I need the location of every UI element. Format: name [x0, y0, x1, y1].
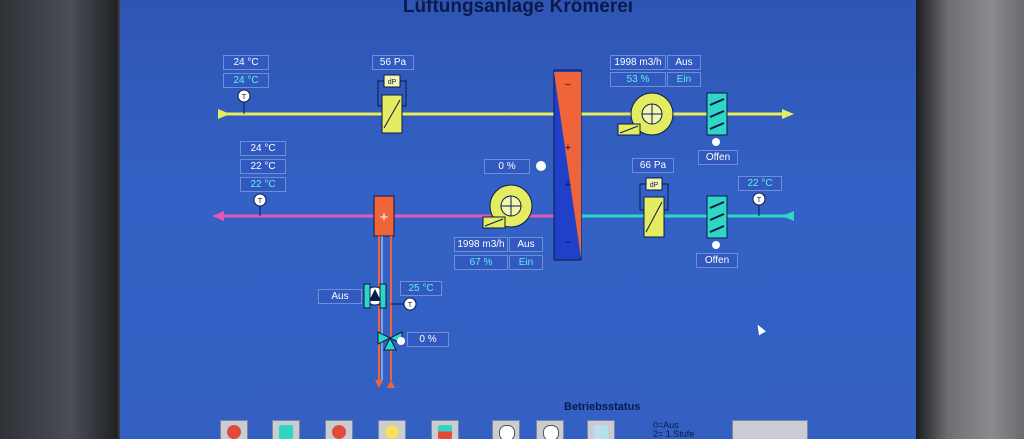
- exhaust-temp-3: 22 °C: [240, 177, 286, 192]
- svg-text:+: +: [380, 209, 389, 226]
- supply-temp-actual: 24 °C: [223, 73, 269, 88]
- return-temp: 25 °C: [400, 281, 442, 296]
- chart-icon: [279, 425, 293, 439]
- supply-damper-indicator: [712, 138, 720, 146]
- outdoor-temp: 22 °C: [738, 176, 782, 191]
- bulb-icon: [385, 425, 399, 439]
- hrc-plus-1: +: [565, 142, 571, 154]
- hrc-minus-2: −: [565, 237, 571, 249]
- supply-inlet-arrow: [218, 109, 230, 119]
- supply-damper-state: Offen: [698, 150, 738, 165]
- stop-button-1[interactable]: [220, 420, 248, 439]
- svg-text:T: T: [408, 302, 413, 309]
- status-legend-1: 0=Aus: [653, 420, 679, 430]
- hrc-plus-2: +: [565, 179, 571, 191]
- status-title: Betriebsstatus: [564, 401, 641, 413]
- exhaust-arrow: [212, 211, 224, 221]
- svg-text:dP: dP: [388, 79, 397, 86]
- clock-icon: [499, 425, 515, 439]
- heater-coil: [373, 195, 395, 237]
- status-legend-2: 2= 1.Stufe: [653, 429, 695, 439]
- list-icon: [594, 425, 608, 439]
- supply-fan-speed: 53 %: [610, 72, 666, 87]
- exhaust-temp-1: 24 °C: [240, 141, 286, 156]
- exhaust-fan-state: Aus: [509, 237, 543, 252]
- list-button[interactable]: [587, 420, 615, 439]
- level-icon: [438, 425, 452, 439]
- outdoor-pressure: 66 Pa: [632, 158, 674, 173]
- stop-icon: [227, 425, 241, 439]
- svg-text:dP: dP: [650, 182, 659, 189]
- clock-button-2[interactable]: [536, 420, 564, 439]
- exhaust-temp-2: 22 °C: [240, 159, 286, 174]
- clock-icon: [543, 425, 559, 439]
- hrc-percent: 0 %: [484, 159, 530, 174]
- exhaust-fan-speed: 67 %: [454, 255, 508, 270]
- level-button[interactable]: [431, 420, 459, 439]
- scada-screen: Lüftungsanlage Krömerei + + − − dP: [120, 0, 916, 439]
- valve-percent: 0 %: [407, 332, 449, 347]
- supply-pressure: 56 Pa: [372, 55, 414, 70]
- supply-outlet-arrow: [782, 109, 794, 119]
- monitor-bezel-left: [0, 0, 118, 439]
- supply-fan-mode: Ein: [667, 72, 701, 87]
- heater-valve: [377, 331, 392, 345]
- svg-text:T: T: [757, 197, 762, 204]
- svg-text:T: T: [258, 198, 263, 205]
- pump-state[interactable]: Aus: [318, 289, 362, 304]
- outdoor-arrow: [782, 211, 794, 221]
- stop-button-2[interactable]: [325, 420, 353, 439]
- bulb-button[interactable]: [378, 420, 406, 439]
- hrc-indicator: [536, 161, 546, 171]
- supply-filter-slash: [383, 99, 401, 129]
- clock-button-1[interactable]: [492, 420, 520, 439]
- supply-fan-flow: 1998 m3/h: [610, 55, 666, 70]
- status-field[interactable]: [732, 420, 808, 439]
- supply-temp-setpoint: 24 °C: [223, 55, 269, 70]
- svg-text:T: T: [242, 94, 247, 101]
- exhaust-fan-flow: 1998 m3/h: [454, 237, 508, 252]
- status-legend: 0=Aus 2= 1.Stufe: [653, 421, 694, 439]
- page-title: Lüftungsanlage Krömerei: [402, 0, 634, 17]
- hrc-minus-1: −: [565, 79, 571, 91]
- chart-button[interactable]: [272, 420, 300, 439]
- supply-fan-state: Aus: [667, 55, 701, 70]
- stop-icon: [332, 425, 346, 439]
- outdoor-damper-state: Offen: [696, 253, 738, 268]
- exhaust-fan-mode: Ein: [509, 255, 543, 270]
- monitor-bezel-right: [916, 0, 1024, 439]
- outdoor-damper-indicator: [712, 241, 720, 249]
- heat-exchanger-warm: [554, 72, 581, 258]
- process-diagram: + + − − dP dP: [212, 69, 794, 388]
